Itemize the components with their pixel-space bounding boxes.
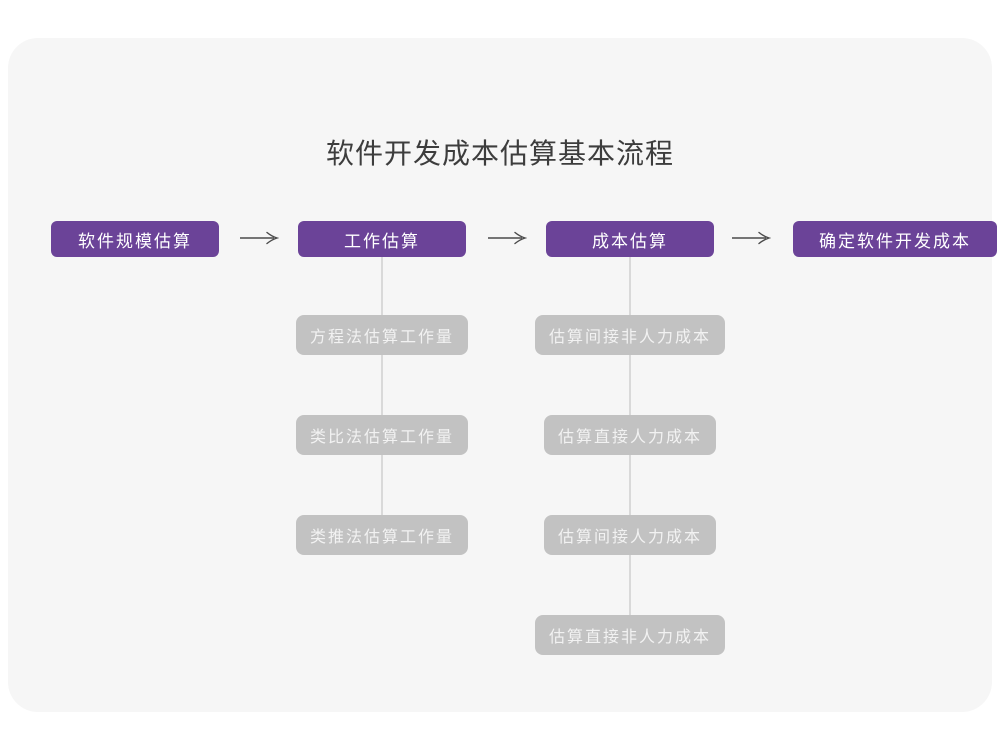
diagram-title: 软件开发成本估算基本流程 [325, 138, 674, 169]
stage-box-cost-estimation: 成本估算 [546, 221, 714, 257]
stage-label: 软件规模估算 [78, 231, 192, 251]
subbox-label: 估算直接人力成本 [557, 429, 703, 446]
subbox-indirect-nonlabor-cost: 估算间接非人力成本 [534, 315, 726, 355]
stage-label: 工作估算 [344, 231, 420, 251]
subbox-label: 估算间接非人力成本 [548, 329, 712, 346]
stage-box-determine-development-cost: 确定软件开发成本 [793, 221, 997, 257]
subbox-label: 估算间接人力成本 [557, 529, 703, 546]
stage-box-software-scale-estimation: 软件规模估算 [51, 221, 219, 257]
stage-label: 确定软件开发成本 [819, 231, 971, 251]
stage-label: 成本估算 [592, 231, 668, 251]
subbox-label: 类比法估算工作量 [309, 429, 455, 446]
flow-arrow-icon [487, 231, 527, 245]
subbox-label: 估算直接非人力成本 [548, 629, 712, 646]
subbox-equation-method: 方程法估算工作量 [295, 315, 469, 355]
subbox-direct-nonlabor-cost: 估算直接非人力成本 [534, 615, 726, 655]
subbox-extrapolation-method: 类推法估算工作量 [295, 515, 469, 555]
subbox-label: 方程法估算工作量 [309, 329, 455, 346]
flow-arrow-icon [239, 231, 279, 245]
diagram-card: 软件开发成本估算基本流程 软件规模估算 工作估算 成本估算 [8, 38, 997, 712]
connector-line-work-estimation [381, 257, 383, 537]
subbox-label: 类推法估算工作量 [309, 529, 455, 546]
stage-box-work-estimation: 工作估算 [298, 221, 466, 257]
flow-arrow-icon [731, 231, 771, 245]
subbox-indirect-labor-cost: 估算间接人力成本 [543, 515, 717, 555]
subbox-direct-labor-cost: 估算直接人力成本 [543, 415, 717, 455]
subbox-analogy-method: 类比法估算工作量 [295, 415, 469, 455]
